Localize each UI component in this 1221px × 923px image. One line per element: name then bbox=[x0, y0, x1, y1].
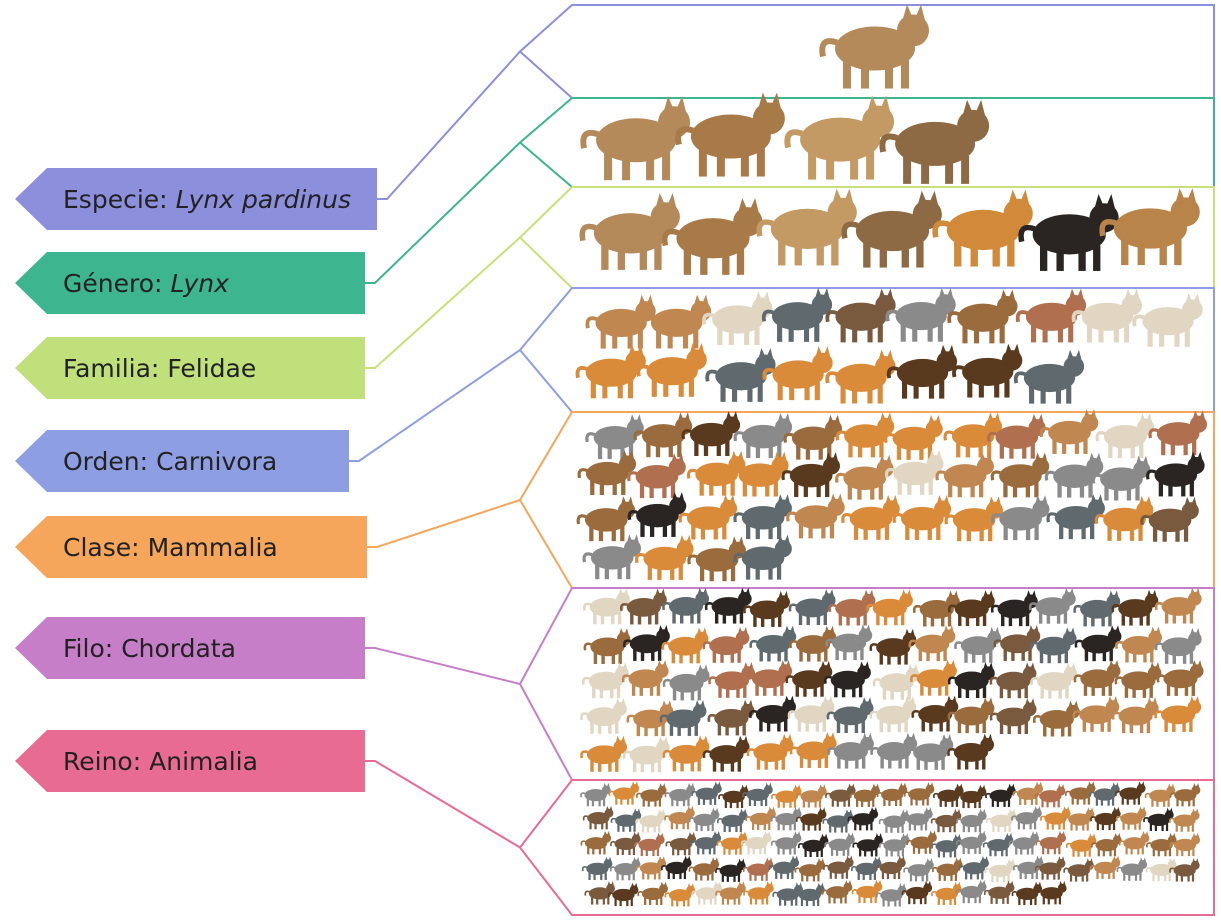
connector-line-species bbox=[377, 52, 520, 200]
rank-value: Carnivora bbox=[156, 447, 277, 476]
rank-separator: : bbox=[133, 747, 141, 776]
connector-line-family bbox=[365, 238, 520, 369]
rank-label-family: Familia: Felidae bbox=[15, 337, 365, 399]
rank-name: Filo bbox=[63, 634, 105, 663]
rank-name: Género bbox=[63, 269, 154, 298]
rank-separator: : bbox=[105, 634, 113, 663]
rank-value: Mammalia bbox=[148, 533, 278, 562]
rank-label-order: Orden: Carnivora bbox=[15, 430, 349, 492]
connector-line-genus bbox=[365, 143, 520, 284]
connector-line-phylum bbox=[365, 648, 520, 684]
rank-name: Clase bbox=[63, 533, 131, 562]
rank-separator: : bbox=[131, 533, 139, 562]
rank-separator: : bbox=[159, 185, 167, 214]
rank-name: Familia bbox=[63, 354, 151, 383]
rank-name: Especie bbox=[63, 185, 159, 214]
rank-label-phylum: Filo: Chordata bbox=[15, 617, 365, 679]
rank-label-species: Especie: Lynx pardinus bbox=[15, 168, 377, 230]
connector-line-class bbox=[367, 500, 520, 547]
rank-separator: : bbox=[151, 354, 159, 383]
rank-value: Lynx pardinus bbox=[176, 185, 351, 214]
rank-label-genus: Género: Lynx bbox=[15, 252, 365, 314]
rank-name: Reino bbox=[63, 747, 133, 776]
connector-line-kingdom bbox=[365, 761, 520, 848]
rank-label-class: Clase: Mammalia bbox=[15, 516, 367, 578]
rank-separator: : bbox=[154, 269, 162, 298]
rank-label-kingdom: Reino: Animalia bbox=[15, 730, 365, 792]
rank-name: Orden bbox=[63, 447, 140, 476]
rank-value: Felidae bbox=[167, 354, 256, 383]
rank-separator: : bbox=[140, 447, 148, 476]
rank-value: Lynx bbox=[170, 269, 228, 298]
rank-value: Animalia bbox=[149, 747, 258, 776]
rank-value: Chordata bbox=[121, 634, 236, 663]
connector-line-order bbox=[349, 350, 520, 461]
